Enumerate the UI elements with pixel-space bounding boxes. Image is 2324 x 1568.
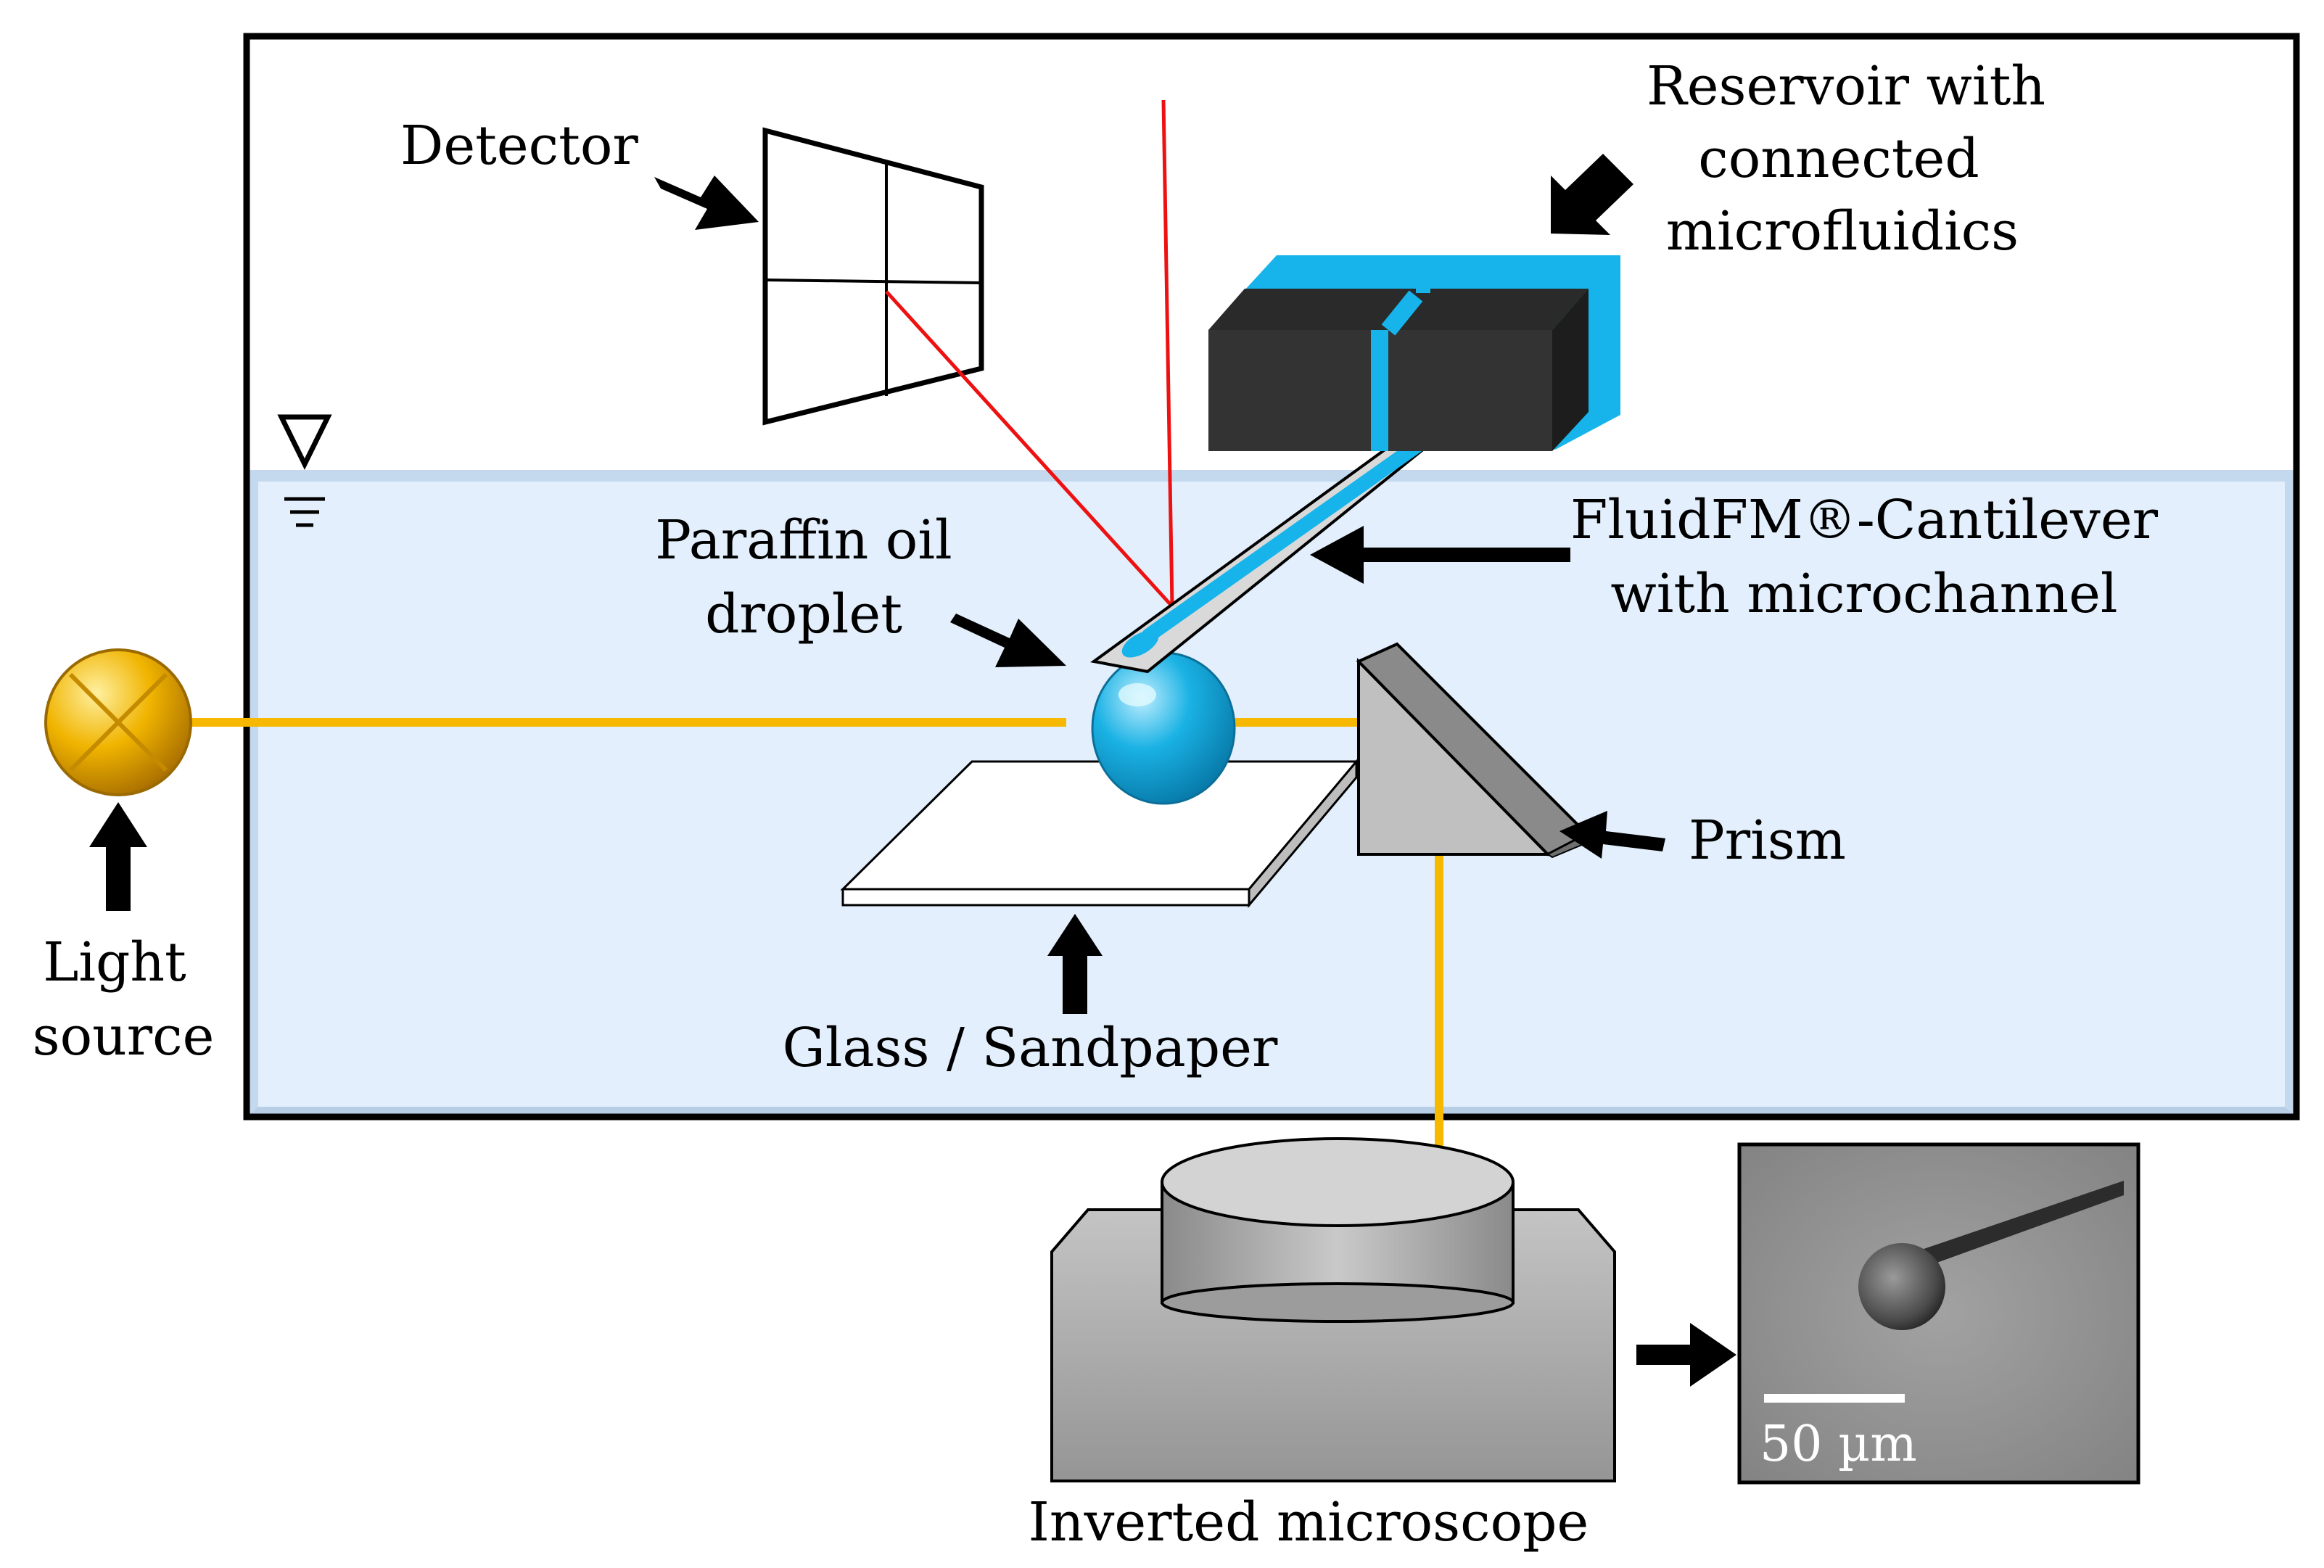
scale-bar-label: 50 µm [1760, 1416, 1917, 1473]
substrate-label: Glass / Sandpaper [783, 1017, 1278, 1079]
reservoir-label-line-1: Reservoir with [1647, 55, 2045, 117]
arrow-detector-icon [654, 176, 759, 230]
micrograph-image [1737, 1142, 2140, 1485]
arrow-substrate-icon [1047, 914, 1103, 1014]
droplet-label-line-1: Paraffin oil [655, 509, 952, 572]
arrow-cantilever-icon [1310, 526, 1570, 584]
laser-beam [885, 99, 1174, 608]
droplet-label-line-2: droplet [705, 583, 902, 645]
lamp-icon [44, 648, 192, 796]
setup-frame [243, 33, 2300, 1121]
detector-icon [762, 127, 984, 426]
arrow-prism-icon [1559, 811, 1665, 859]
inverted-microscope [1050, 1137, 1616, 1482]
prism-label: Prism [1689, 809, 1846, 872]
reservoir-label-line-2: connected [1698, 128, 1979, 190]
cantilever-label-line-2: with microchannel [1610, 563, 2117, 625]
arrow-to-micrograph-icon [1636, 1323, 1736, 1387]
reservoir-label-line-3: microfluidics [1666, 200, 2019, 263]
microscope-label: Inverted microscope [1029, 1491, 1589, 1553]
prism-icon [1356, 642, 1590, 859]
glass-substrate [840, 758, 1359, 909]
scale-bar [1764, 1394, 1905, 1403]
arrow-light-source-icon [89, 802, 147, 911]
reservoir-block [1208, 255, 1620, 451]
cantilever-label-line-1: FluidFM®-Cantilever [1570, 489, 2159, 551]
light-source-label-line-1: Light [43, 931, 186, 994]
arrow-reservoir-icon [1551, 154, 1633, 235]
light-source-label-line-2: source [33, 1005, 215, 1068]
arrow-droplet-icon [950, 614, 1066, 667]
water-level-symbol [277, 414, 332, 527]
paraffin-oil-droplet [1091, 651, 1236, 805]
pointer-arrows [89, 154, 1736, 1387]
detector-label: Detector [400, 115, 638, 177]
labels: Detector Reservoir with connected microf… [33, 55, 2159, 1553]
